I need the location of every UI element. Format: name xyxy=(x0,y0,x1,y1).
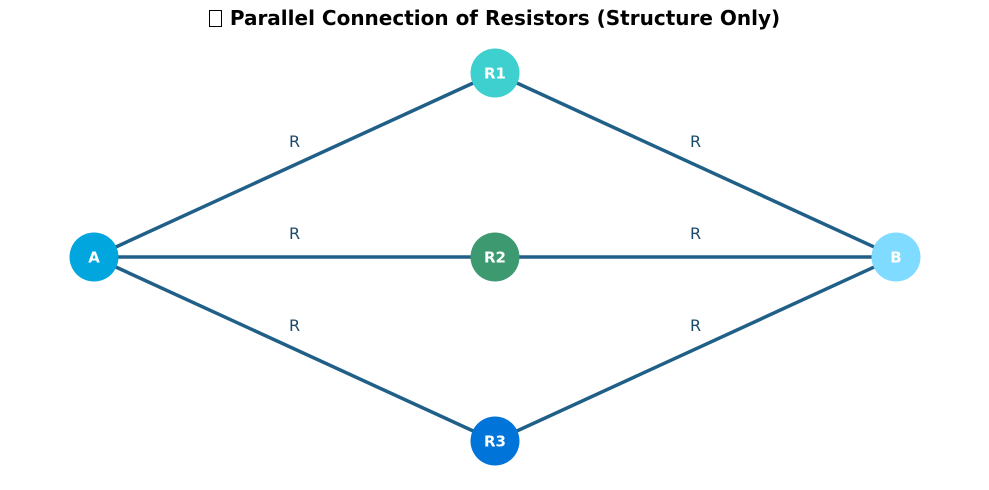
node-label-a: A xyxy=(88,249,100,267)
node-circle-r1 xyxy=(470,48,520,98)
node-label-r3: R3 xyxy=(484,433,506,451)
resistance-label-a-r1: R xyxy=(289,132,300,151)
diagram-title: Parallel Connection of Resistors (Struct… xyxy=(0,6,989,30)
wire-a-r3 xyxy=(92,255,497,443)
wire-a-r1 xyxy=(92,71,497,259)
node-r1: R1 xyxy=(470,48,520,98)
resistance-label-a-r3: R xyxy=(289,316,300,335)
node-r3: R3 xyxy=(470,416,520,466)
placeholder-box-icon xyxy=(208,10,222,27)
node-label-r1: R1 xyxy=(484,65,506,83)
node-circle-r3 xyxy=(470,416,520,466)
node-a: A xyxy=(69,232,119,282)
edges-layer xyxy=(92,71,898,443)
node-label-b: B xyxy=(890,249,901,267)
node-b: B xyxy=(871,232,921,282)
node-circle-r2 xyxy=(470,232,520,282)
edge-labels-layer: R R R R R R xyxy=(289,132,701,335)
wire-r3-b xyxy=(493,255,898,443)
node-circle-a xyxy=(69,232,119,282)
resistance-label-r3-b: R xyxy=(690,316,701,335)
resistance-label-r2-b: R xyxy=(690,224,701,243)
resistance-label-a-r2: R xyxy=(289,224,300,243)
node-circle-b xyxy=(871,232,921,282)
resistance-label-r1-b: R xyxy=(690,132,701,151)
wire-r1-b xyxy=(493,71,898,259)
node-label-r2: R2 xyxy=(484,249,506,267)
diagram-title-text: Parallel Connection of Resistors (Struct… xyxy=(229,6,781,30)
node-r2: R2 xyxy=(470,232,520,282)
